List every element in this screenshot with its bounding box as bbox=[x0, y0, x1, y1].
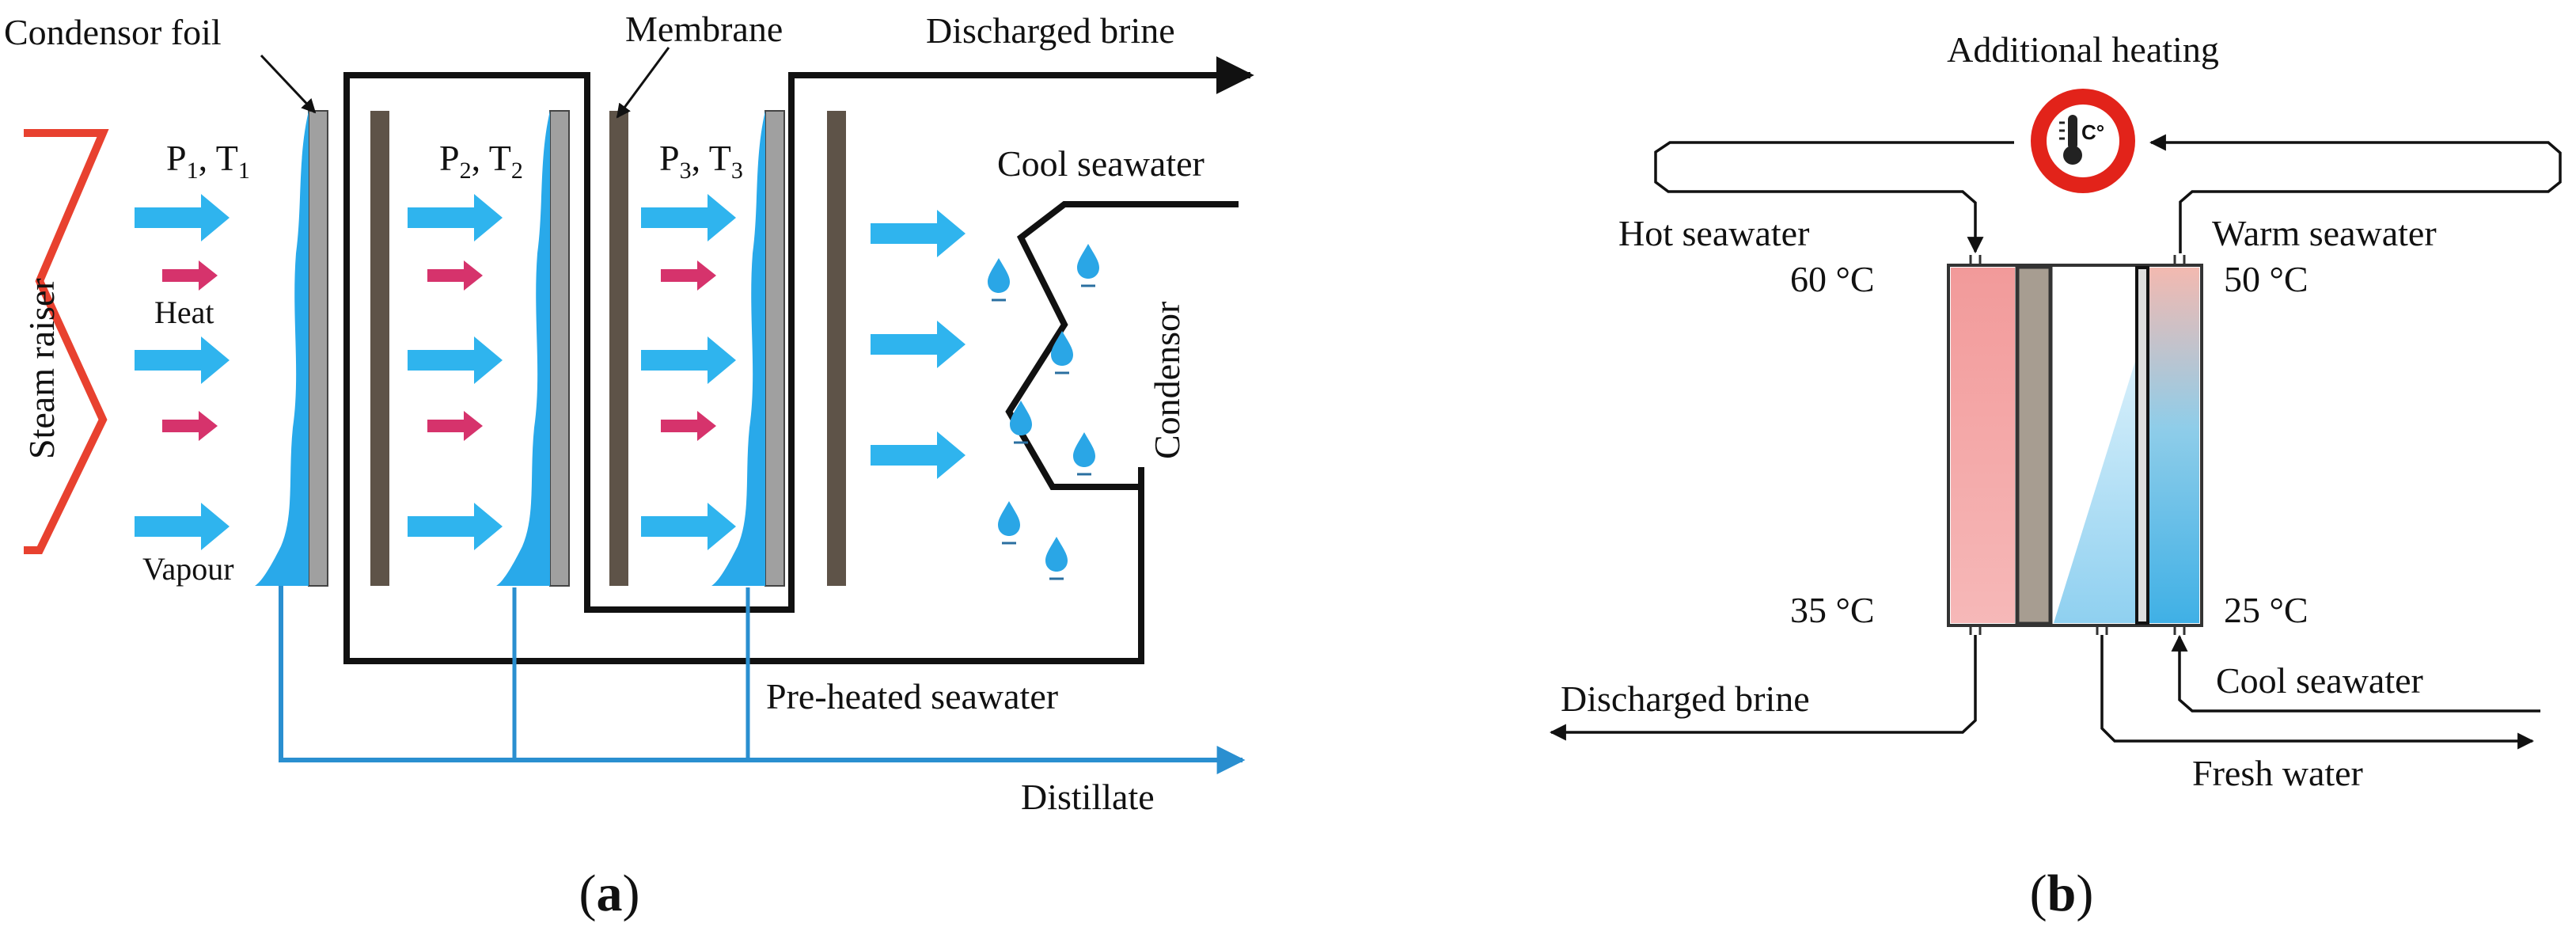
distillate-line bbox=[279, 586, 1246, 774]
water-drop-icon bbox=[986, 257, 1011, 302]
vapour-arrow bbox=[408, 194, 503, 241]
panel-a-caption: (a) bbox=[579, 865, 640, 922]
heat-arrow bbox=[661, 411, 716, 441]
vapour-arrow bbox=[871, 431, 966, 479]
stage-2-pt-label: P2, T2 bbox=[439, 138, 523, 184]
water-drop-icon bbox=[1044, 535, 1069, 580]
additional-heater: C° bbox=[2031, 89, 2135, 193]
condensor-foil-2 bbox=[549, 110, 570, 587]
module-ports bbox=[1969, 255, 2186, 635]
temp-cool-in-label: 25 °C bbox=[2224, 590, 2309, 630]
condensor-foil-label: Condensor foil bbox=[4, 12, 222, 52]
water-drop-icon bbox=[1076, 242, 1101, 287]
steam-raiser-coil bbox=[24, 129, 109, 554]
additional-heating-label: Additional heating bbox=[1947, 29, 2219, 70]
heat-arrow bbox=[427, 411, 483, 441]
discharged-brine-line-b bbox=[1549, 635, 1977, 741]
vapour-arrow bbox=[135, 503, 230, 550]
spacer-layer bbox=[2016, 266, 2051, 625]
membrane-stage-3 bbox=[827, 111, 846, 586]
cold-channel bbox=[2149, 268, 2199, 623]
vapour-arrow bbox=[871, 321, 966, 368]
fresh-water-channel bbox=[2054, 356, 2137, 623]
vapour-arrow bbox=[641, 336, 736, 384]
heat-arrow bbox=[427, 260, 483, 291]
panel-b-caption: (b) bbox=[2030, 865, 2094, 922]
temp-hot-in-label: 60 °C bbox=[1790, 259, 1875, 299]
membrane-stage-1 bbox=[370, 111, 389, 586]
cool-seawater-label-a: Cool seawater bbox=[997, 143, 1205, 184]
stage-1-pt-label: P1, T1 bbox=[166, 138, 250, 184]
discharged-brine-label-b: Discharged brine bbox=[1561, 678, 1810, 719]
steam-raiser-label: Steam raiser bbox=[21, 278, 62, 459]
thermometer-icon bbox=[2059, 115, 2082, 165]
cool-seawater-label-b: Cool seawater bbox=[2216, 660, 2423, 701]
vapour-arrow bbox=[135, 336, 230, 384]
cool-seawater-line-b bbox=[2171, 634, 2540, 713]
membrane-stage-2 bbox=[609, 111, 628, 586]
membrane-b bbox=[2135, 266, 2149, 625]
vapour-arrow bbox=[135, 194, 230, 241]
fresh-water-line bbox=[2100, 635, 2535, 750]
heater-unit-text: C° bbox=[2081, 120, 2104, 144]
heat-label: Heat bbox=[154, 295, 214, 330]
vapour-arrow bbox=[641, 503, 736, 550]
condensor-foil-1 bbox=[308, 110, 328, 587]
warm-seawater-label: Warm seawater bbox=[2212, 213, 2437, 253]
membrane-label: Membrane bbox=[625, 9, 783, 49]
discharged-brine-label-a: Discharged brine bbox=[926, 10, 1175, 51]
pre-heated-seawater-label: Pre-heated seawater bbox=[766, 676, 1058, 716]
seawater-flow-line bbox=[343, 72, 1144, 664]
warm-seawater-line bbox=[2149, 134, 2562, 253]
condensate-film-3 bbox=[711, 111, 765, 586]
membrane-leader bbox=[616, 47, 670, 119]
panel-b: C° Additional heating Hot seawater Warm … bbox=[1549, 29, 2562, 922]
stage-3-pt-label: P3, T3 bbox=[659, 138, 743, 184]
condensor-foil-3 bbox=[764, 110, 785, 587]
heat-arrow bbox=[162, 260, 218, 291]
condensate-film-1 bbox=[255, 111, 309, 586]
panel-a: Condensor foil Membrane Discharged brine… bbox=[4, 9, 1254, 922]
vapour-arrow bbox=[871, 210, 966, 257]
vapour-arrow bbox=[408, 336, 503, 384]
heat-arrow bbox=[661, 260, 716, 291]
hot-seawater-return-line bbox=[1654, 141, 2014, 254]
vapour-arrow bbox=[408, 503, 503, 550]
fresh-water-label: Fresh water bbox=[2192, 753, 2363, 793]
condensate-film-2 bbox=[496, 111, 550, 586]
hot-channel bbox=[1951, 268, 2015, 623]
heat-arrow bbox=[162, 411, 218, 441]
temp-warm-out-label: 50 °C bbox=[2224, 259, 2309, 299]
vapour-label: Vapour bbox=[142, 551, 234, 587]
temp-brine-out-label: 35 °C bbox=[1790, 590, 1875, 630]
condensor-label: Condensor bbox=[1147, 302, 1187, 459]
water-drop-icon bbox=[1072, 431, 1097, 476]
water-drop-icon bbox=[996, 500, 1022, 545]
hot-seawater-label: Hot seawater bbox=[1618, 213, 1809, 253]
vapour-arrow bbox=[641, 194, 736, 241]
condensor-foil-leader bbox=[260, 54, 317, 114]
distillate-label: Distillate bbox=[1021, 777, 1155, 817]
condensor-coil bbox=[1005, 201, 1239, 490]
